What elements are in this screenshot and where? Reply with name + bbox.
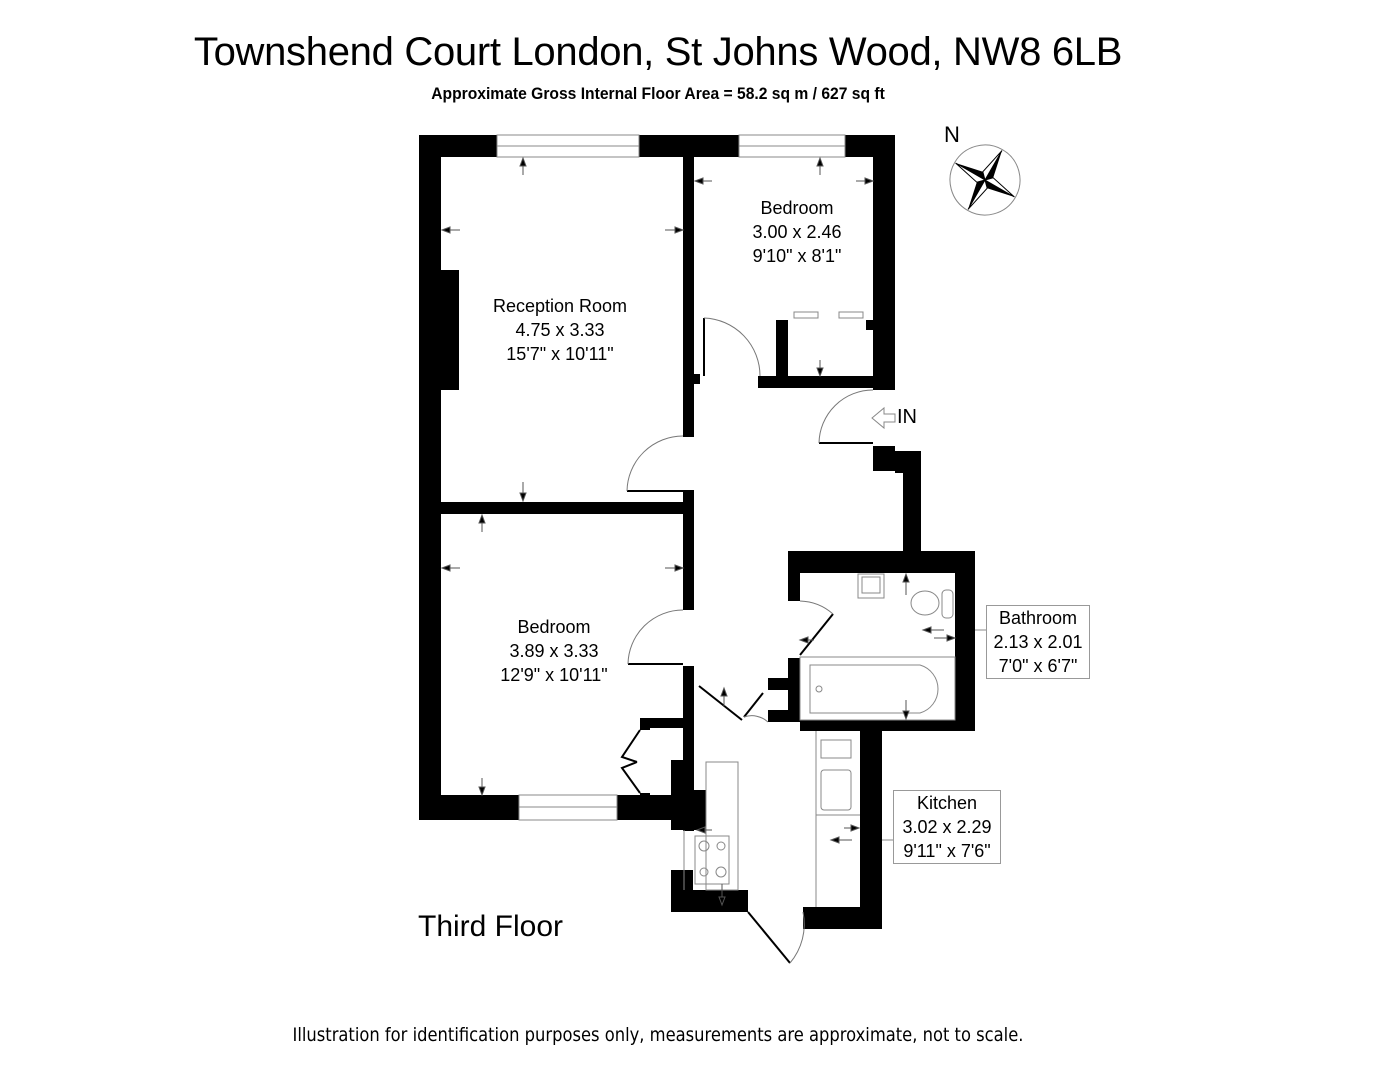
compass-north-label: N	[944, 122, 960, 147]
doors	[620, 317, 874, 964]
fixtures	[683, 311, 987, 907]
room-name: Bathroom	[998, 608, 1078, 628]
entrance-label: IN	[897, 406, 917, 428]
room-metric: 3.89 x 3.33	[509, 641, 599, 661]
page-title: Townshend Court London, St Johns Wood, N…	[193, 30, 1123, 74]
room-label-bedroom-2: Bedroom 3.89 x 3.33 12'9" x 10'11"	[474, 615, 634, 687]
room-metric: 3.02 x 2.29	[902, 817, 992, 837]
room-label-reception: Reception Room 4.75 x 3.33 15'7" x 10'11…	[470, 294, 650, 366]
room-label-bedroom-1: Bedroom 3.00 x 2.46 9'10" x 8'1"	[722, 196, 872, 268]
compass-rose-icon	[949, 144, 1021, 216]
room-metric: 4.75 x 3.33	[515, 320, 605, 340]
room-name: Kitchen	[916, 793, 978, 813]
windows	[496, 134, 846, 821]
room-metric: 2.13 x 2.01	[993, 632, 1083, 652]
room-imperial: 9'11" x 7'6"	[903, 841, 991, 861]
disclaimer-text: Illustration for identification purposes…	[292, 1024, 1024, 1046]
room-imperial: 15'7" x 10'11"	[506, 344, 614, 364]
room-imperial: 12'9" x 10'11"	[500, 665, 608, 685]
walls	[419, 135, 975, 929]
entrance-arrow-icon	[871, 406, 896, 430]
floor-area-subtitle: Approximate Gross Internal Floor Area = …	[431, 84, 885, 103]
room-name: Bedroom	[517, 617, 591, 637]
room-name: Reception Room	[492, 296, 628, 316]
dimension-arrows	[440, 156, 957, 907]
room-label-kitchen: Kitchen 3.02 x 2.29 9'11" x 7'6"	[893, 790, 1001, 864]
room-metric: 3.00 x 2.46	[752, 222, 842, 242]
floor-level-label: Third Floor	[418, 910, 564, 943]
room-imperial: 9'10" x 8'1"	[752, 246, 842, 266]
room-name: Bedroom	[760, 198, 834, 218]
room-imperial: 7'0" x 6'7"	[998, 656, 1078, 676]
room-label-bathroom: Bathroom 2.13 x 2.01 7'0" x 6'7"	[986, 605, 1090, 679]
